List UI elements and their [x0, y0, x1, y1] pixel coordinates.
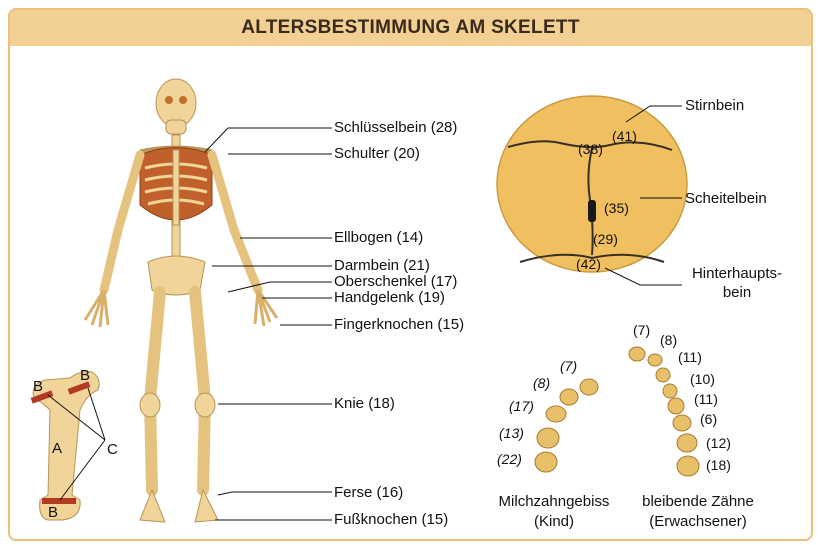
label-heel: Ferse (16) — [334, 484, 403, 501]
skull-num-42: (42) — [576, 256, 601, 272]
adult-tooth-num-2: (8) — [660, 332, 677, 348]
label-wrist: Handgelenk (19) — [334, 289, 445, 306]
milk-tooth-num-5: (22) — [497, 451, 522, 467]
adult-tooth-num-3: (11) — [678, 349, 702, 365]
permanent-teeth-illustration — [629, 347, 699, 476]
label-permanent-teeth-line2: (Erwachsener) — [649, 513, 747, 530]
label-permanent-teeth: bleibende Zähne (Erwachsener) — [628, 492, 768, 532]
label-clavicle: Schlüsselbein (28) — [334, 119, 457, 136]
bone-label-B-bottom: B — [48, 504, 58, 521]
label-occipital-bone: Hinterhaupts- bein — [682, 264, 792, 302]
skull-num-38: (38) — [578, 141, 603, 157]
adult-tooth-num-4: (10) — [690, 371, 715, 387]
label-permanent-teeth-line1: bleibende Zähne — [642, 493, 754, 510]
label-milk-teeth-line1: Milchzahngebiss — [499, 493, 610, 510]
label-shoulder: Schulter (20) — [334, 145, 420, 162]
milk-teeth-illustration — [535, 379, 598, 472]
adult-tooth-num-5: (11) — [694, 391, 718, 407]
label-femur: Oberschenkel (17) — [334, 273, 457, 290]
skull-num-29: (29) — [593, 231, 618, 247]
label-elbow: Ellbogen (14) — [334, 229, 423, 246]
adult-tooth-num-7: (12) — [706, 435, 731, 451]
fontanelle-mark — [588, 200, 596, 222]
label-occipital-line2: bein — [723, 284, 751, 301]
skull-num-41: (41) — [612, 128, 637, 144]
skull-num-35: (35) — [604, 200, 629, 216]
milk-tooth-num-3: (17) — [509, 398, 534, 414]
adult-tooth-num-6: (6) — [700, 411, 717, 427]
bone-label-C: C — [107, 441, 118, 458]
bone-label-B-left: B — [33, 378, 43, 395]
milk-tooth-num-4: (13) — [499, 425, 524, 441]
label-knee: Knie (18) — [334, 395, 395, 412]
milk-tooth-num-2: (8) — [533, 375, 550, 391]
bone-label-B-right: B — [80, 367, 90, 384]
label-parietal-bone: Scheitelbein — [685, 190, 767, 207]
label-finger: Fingerknochen (15) — [334, 316, 464, 333]
label-ilium: Darmbein (21) — [334, 257, 430, 274]
bone-label-A: A — [52, 440, 62, 457]
label-milk-teeth: Milchzahngebiss (Kind) — [484, 492, 624, 532]
label-foot: Fußknochen (15) — [334, 511, 448, 528]
adult-tooth-num-1: (7) — [633, 322, 650, 338]
label-frontal-bone: Stirnbein — [685, 97, 744, 114]
label-occipital-line1: Hinterhaupts- — [692, 265, 782, 282]
milk-tooth-num-1: (7) — [560, 358, 577, 374]
adult-tooth-num-8: (18) — [706, 457, 731, 473]
label-milk-teeth-line2: (Kind) — [534, 513, 574, 530]
